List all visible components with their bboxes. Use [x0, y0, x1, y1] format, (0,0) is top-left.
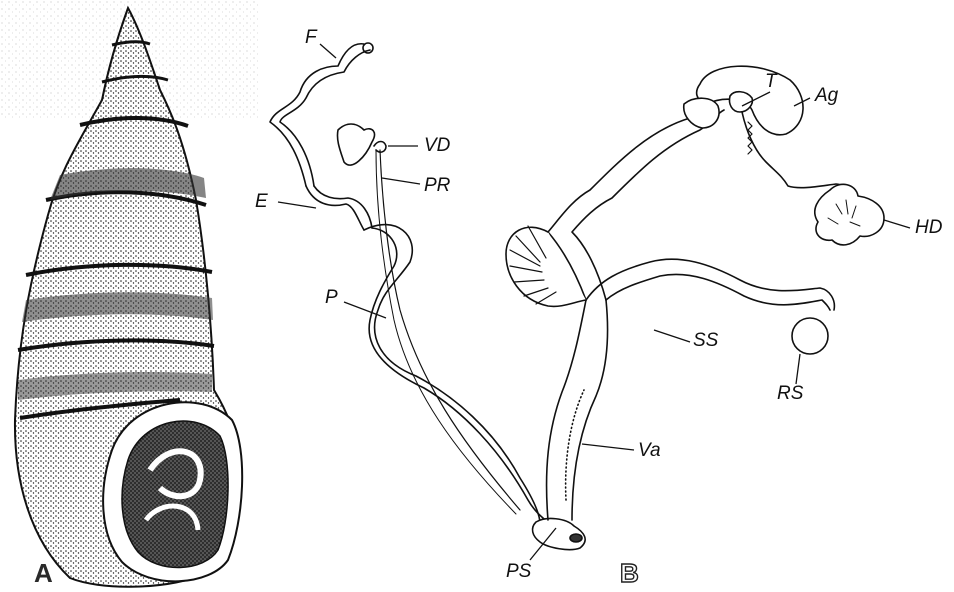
leader-RS	[796, 354, 800, 384]
leader-E	[278, 202, 316, 208]
prostate-folds	[506, 227, 586, 306]
anatomy-drawing	[270, 43, 884, 550]
genital-pore-opening	[570, 534, 582, 542]
epiphallus-inner	[314, 186, 372, 228]
vas-deferens	[376, 150, 516, 514]
label-T: T	[765, 72, 777, 91]
vagina-dots	[566, 390, 584, 500]
label-E: E	[255, 192, 268, 211]
label-PS: PS	[506, 562, 531, 581]
label-HD: HD	[915, 218, 942, 237]
hermaphroditic-gland	[815, 184, 884, 245]
label-VD: VD	[424, 136, 450, 155]
oviduct-outer	[548, 98, 712, 300]
spermathecal-stalk-inner	[606, 274, 830, 310]
carrefour	[684, 98, 719, 128]
leader-HD	[884, 220, 910, 228]
label-Ag: Ag	[815, 86, 838, 105]
flagellum-tip	[363, 43, 373, 53]
vagina-inner	[572, 300, 608, 520]
label-P: P	[325, 288, 338, 307]
spermathecal-stalk	[586, 259, 834, 310]
leader-Va	[582, 444, 634, 450]
flagellum-inner	[280, 50, 370, 186]
vas-deferens-loop	[337, 124, 374, 165]
panel-label-b: B	[620, 560, 639, 586]
leader-F	[320, 44, 336, 58]
panel-label-a: A	[34, 560, 53, 586]
label-PR: PR	[424, 176, 450, 195]
leader-SS	[654, 330, 690, 342]
label-F: F	[305, 28, 317, 47]
receptaculum-seminis	[792, 318, 828, 354]
leader-PR	[382, 178, 420, 184]
label-Va: Va	[638, 441, 661, 460]
label-SS: SS	[693, 331, 718, 350]
label-RS: RS	[777, 384, 803, 403]
